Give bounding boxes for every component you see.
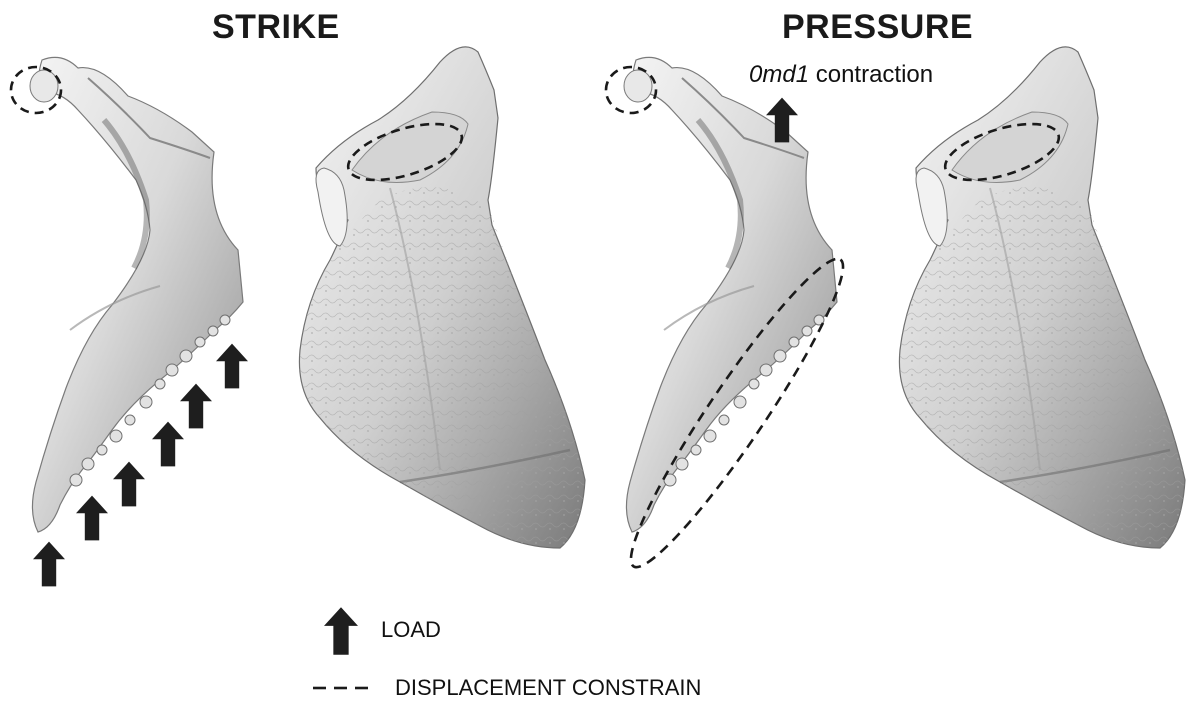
- load-arrow-icon: [33, 542, 65, 587]
- contraction-text: contraction: [816, 61, 933, 88]
- load-arrow-icon: [113, 462, 145, 507]
- legend-load-label: LOAD: [381, 617, 441, 643]
- strike-lateral-bone: [30, 57, 243, 532]
- muscle-name: 0md1: [749, 61, 809, 88]
- load-arrow-icon: [152, 422, 184, 467]
- load-arrow-icon: [76, 496, 108, 541]
- strike-medial-bone: [299, 47, 585, 548]
- load-arrow-icon: [216, 344, 248, 389]
- pressure-title: PRESSURE: [782, 8, 973, 47]
- load-arrow-icon: [180, 384, 212, 429]
- load-arrow-icon: [324, 607, 358, 655]
- legend-constraint-label: DISPLACEMENT CONSTRAIN: [395, 675, 701, 701]
- strike-title: STRIKE: [212, 8, 340, 47]
- pressure-medial-bone: [899, 47, 1185, 548]
- pressure-lateral-bone: [624, 57, 837, 532]
- contraction-label: 0md1 contraction: [749, 61, 933, 89]
